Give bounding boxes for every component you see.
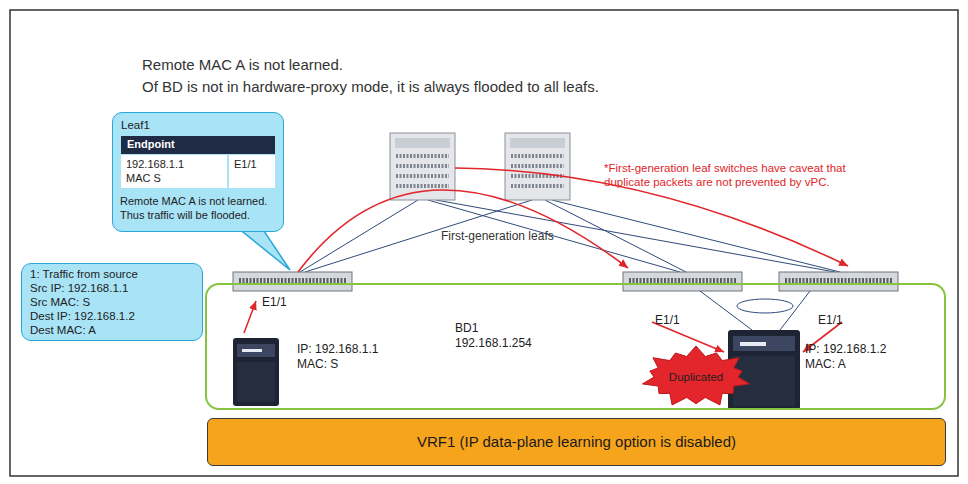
illustration-part [233, 272, 352, 291]
table-header: Endpoint [121, 136, 275, 154]
illustration-part [737, 299, 793, 313]
illustration-part [780, 291, 810, 330]
illustration-part [237, 344, 275, 357]
burst-outline [642, 346, 749, 405]
leaf-switch [779, 272, 898, 291]
leaf-switch [233, 272, 352, 291]
illustration-part [396, 184, 449, 188]
table-cell: E1/1 [229, 155, 275, 188]
endpoint-label: IP: 192.168.1.1 MAC: S [297, 342, 392, 372]
illustration-part [740, 342, 766, 346]
illustration-part [779, 272, 898, 291]
callout-tail [238, 228, 290, 270]
callout-note: Remote MAC A is not learned. Thus traffi… [120, 195, 282, 223]
illustration-part [244, 301, 256, 333]
endpoint-label: IP: 192.168.1.2 MAC: A [805, 342, 900, 372]
fabric-links [300, 200, 840, 272]
spine-switch [505, 133, 570, 200]
illustration-part [428, 200, 680, 272]
illustration-part [733, 336, 795, 351]
flood-arrows [244, 168, 848, 352]
illustration-part [396, 174, 449, 178]
illustration-part [242, 349, 262, 352]
illustration-part [545, 200, 686, 272]
callout-box: 1: Traffic from sourceSrc IP: 192.168.1.… [21, 263, 203, 341]
duplicate-burst: Duplicated [640, 345, 752, 409]
illustration-part [298, 190, 628, 272]
traffic-line: Dest IP: 192.168.1.2 [30, 309, 200, 323]
port-label: E1/1 [655, 313, 695, 328]
illustration-part [505, 133, 570, 200]
illustration-part [552, 200, 840, 272]
port-label: E1/1 [818, 313, 858, 328]
port-label: E1/1 [262, 295, 302, 310]
illustration-part [511, 164, 564, 168]
traffic-line: Dest MAC: A [30, 323, 200, 337]
vrf-label: VRF1 (IP data-plane learning option is d… [417, 433, 736, 452]
callout-title: Leaf1 [121, 118, 271, 132]
illustration-part [510, 138, 565, 148]
heading-text: Remote MAC A is not learned. [142, 56, 642, 75]
illustration-part [436, 200, 835, 272]
traffic-line: 1: Traffic from source [30, 267, 200, 281]
illustration-part [396, 154, 449, 158]
burst-label: Duplicated [669, 370, 723, 384]
illustration-part [233, 338, 279, 406]
frame [10, 10, 958, 476]
illustration-part [300, 200, 418, 272]
group-label: First-generation leafs [441, 229, 591, 244]
caveat-note: *First-generation leaf switches have cav… [604, 161, 866, 190]
server [233, 338, 279, 406]
bd-label: BD1 192.168.1.254 [455, 321, 545, 351]
illustration-part [511, 184, 564, 188]
illustration-part [395, 138, 450, 148]
illustration-part [511, 154, 564, 158]
traffic-line: Src IP: 192.168.1.1 [30, 281, 200, 295]
illustration-part [396, 164, 449, 168]
vrf-band: VRF1 (IP data-plane learning option is d… [207, 418, 946, 466]
heading-text: Of BD is not in hardware-proxy mode, it … [142, 78, 742, 97]
illustration-part [623, 272, 742, 291]
vpc-links [700, 291, 810, 330]
leaf-switch [623, 272, 742, 291]
traffic-line: Src MAC: S [30, 295, 200, 309]
table-cell: 192.168.1.1 MAC S [121, 155, 227, 188]
callout-box: Leaf1Endpoint192.168.1.1 MAC SE1/1Remote… [112, 112, 284, 232]
illustration-part [237, 362, 275, 402]
